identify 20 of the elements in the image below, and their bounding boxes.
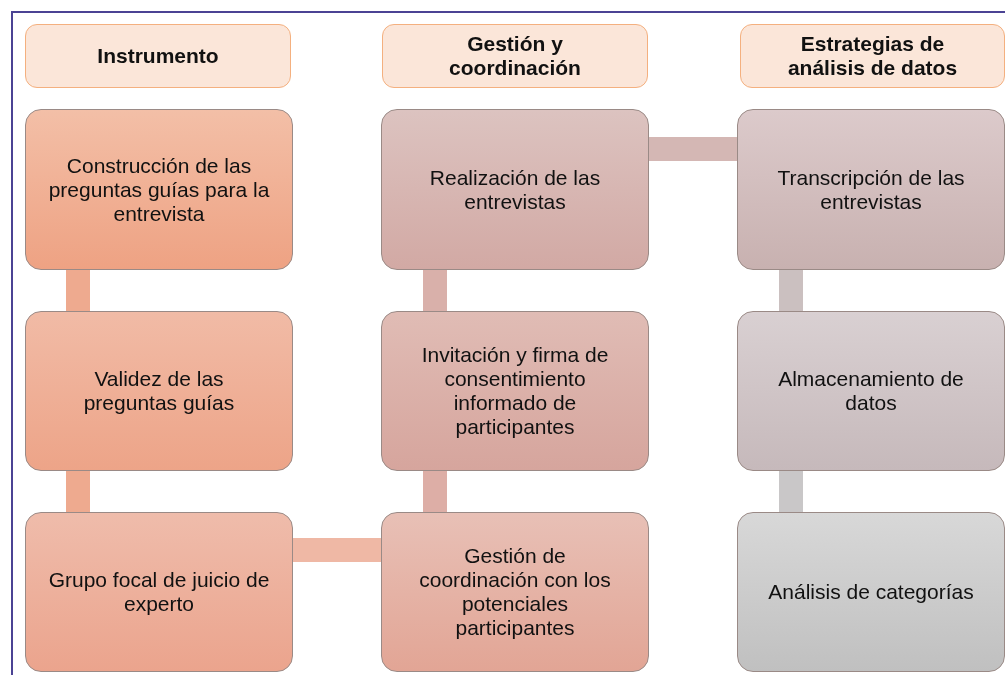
process-box: Realización de las entrevistas (381, 109, 649, 270)
column-header: Gestión y coordinación (382, 24, 648, 88)
connector-bar (649, 137, 737, 161)
process-box: Almacenamiento de datos (737, 311, 1005, 471)
connector-bar (423, 471, 447, 512)
process-box: Análisis de categorías (737, 512, 1005, 672)
connector-bar (293, 538, 381, 562)
process-box: Gestión de coordinación con los potenciales participantes (381, 512, 649, 672)
connector-bar (66, 270, 90, 311)
connector-bar (66, 471, 90, 512)
column-header: Estrategias de análisis de datos (740, 24, 1005, 88)
process-box: Construcción de las preguntas guías para la entrevista (25, 109, 293, 270)
column-header: Instrumento (25, 24, 291, 88)
connector-bar (779, 270, 803, 311)
process-box: Grupo focal de juicio de experto (25, 512, 293, 672)
process-box: Transcripción de las entrevistas (737, 109, 1005, 270)
process-box: Validez de las preguntas guías (25, 311, 293, 471)
process-box: Invitación y firma de consentimiento informado de participantes (381, 311, 649, 471)
connector-bar (779, 471, 803, 512)
connector-bar (423, 270, 447, 311)
